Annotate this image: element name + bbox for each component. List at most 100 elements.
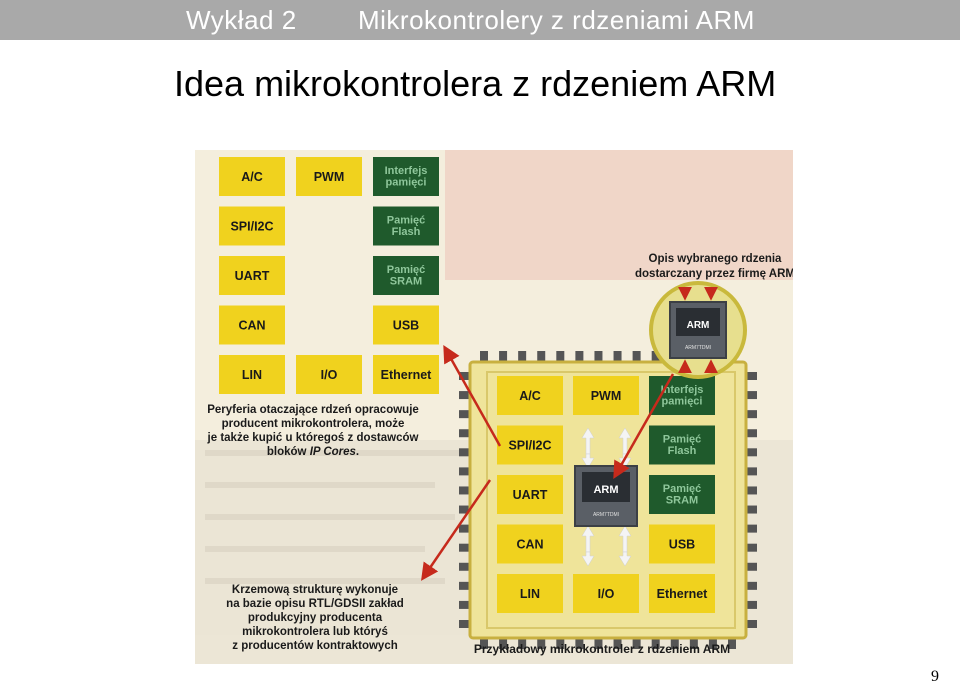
chip-pin	[747, 620, 757, 628]
chip-pin	[747, 391, 757, 400]
arrow-to-silicon-note	[421, 479, 492, 581]
chip-block	[649, 574, 715, 613]
lecture-topic: Mikrokontrolery z rdzeniami ARM	[358, 5, 755, 35]
arm-core-callout: Opis wybranego rdzenia dostarczany przez…	[635, 253, 793, 379]
chip-pin	[459, 524, 469, 533]
chip-block	[497, 376, 563, 415]
chip-pin	[747, 467, 757, 476]
chip-pin	[518, 639, 527, 649]
chip-pin	[747, 372, 757, 380]
svg-text:mikrokontrolera lub któryś: mikrokontrolera lub któryś	[242, 626, 388, 638]
peripherals-annotation: Peryferia otaczające rdzeń opracowuje pr…	[207, 404, 419, 458]
library-block-label: I/O	[321, 368, 338, 382]
chip-pin	[575, 639, 584, 649]
chip-pin	[480, 351, 488, 361]
chip-block	[573, 376, 639, 415]
chip-pin	[459, 448, 469, 457]
bus-arrow	[618, 551, 632, 567]
library-block	[219, 355, 285, 394]
library-block-label: USB	[393, 318, 419, 332]
library-block	[219, 305, 285, 345]
chip-pin	[459, 391, 469, 400]
chip-block	[497, 574, 563, 613]
core-logo: ARM	[593, 484, 618, 496]
chip-block	[497, 524, 563, 564]
chip-pin	[459, 467, 469, 476]
lecture-label: Wykład 2	[186, 5, 297, 35]
chip-block-label: SPI/I2C	[508, 438, 551, 452]
chip-block	[649, 425, 715, 465]
magnified-core-logo: ARM	[687, 320, 710, 331]
slide-title: Idea mikrokontrolera z rdzeniem ARM	[174, 63, 777, 104]
library-block-label: SPI/I2C	[230, 219, 273, 233]
chip-pin	[747, 505, 757, 514]
chip-pin	[459, 372, 469, 380]
bus-arrow	[581, 453, 595, 469]
chip-pin	[613, 351, 622, 361]
library-block-label: LIN	[242, 368, 262, 382]
chip-pin	[459, 543, 469, 552]
chip-pin	[632, 639, 641, 649]
core-ip-title-line2: dostarczany przez firmę ARM	[635, 268, 793, 280]
chip-pin	[594, 639, 603, 649]
chip-pin	[747, 448, 757, 457]
chip-pin	[459, 486, 469, 495]
library-block-label: CAN	[238, 318, 265, 332]
svg-text:na bazie opisu RTL/GDSII zakła: na bazie opisu RTL/GDSII zakład	[226, 598, 404, 610]
chip-pin	[747, 524, 757, 533]
page-number: 9	[931, 668, 939, 685]
magnified-core-model: ARM7TDMI	[685, 345, 711, 351]
chip-block-label: A/C	[519, 389, 541, 403]
chip-block-label: PWM	[591, 389, 622, 403]
bus-arrow	[581, 551, 595, 567]
core-ip-title-line1: Opis wybranego rdzenia	[649, 253, 783, 265]
arm-core-chip: ARM ARM7TDMI	[574, 465, 638, 527]
chip-pin	[689, 639, 698, 649]
svg-text:bloków IP Cores.: bloków IP Cores.	[267, 446, 359, 458]
pointer-arrows	[421, 344, 675, 581]
core-io-arrows	[678, 286, 718, 374]
library-block-label: A/C	[241, 170, 263, 184]
library-block	[373, 256, 439, 295]
chip-block-label: Ethernet	[657, 587, 709, 601]
chip-pin	[459, 620, 469, 628]
chip-block	[497, 425, 563, 465]
chip-block-label: UART	[513, 488, 548, 502]
chip-pin	[747, 562, 757, 571]
chip-pin	[556, 351, 565, 361]
chip-pin	[459, 505, 469, 514]
chip-pin	[632, 351, 641, 361]
chip-pin	[747, 581, 757, 590]
core-model: ARM7TDMI	[593, 512, 619, 518]
chip-pin	[459, 429, 469, 438]
chip-pin	[670, 639, 679, 649]
chip-pin	[651, 351, 660, 361]
chip-block	[497, 475, 563, 514]
chip-block	[573, 574, 639, 613]
chip-block-label: LIN	[520, 587, 540, 601]
library-block	[373, 157, 439, 196]
svg-text:produkcyjny producenta: produkcyjny producenta	[248, 612, 383, 624]
chip-pin	[480, 639, 488, 649]
svg-text:z producentów kontraktowych: z producentów kontraktowych	[232, 640, 398, 652]
chip-pin	[459, 562, 469, 571]
library-block	[219, 256, 285, 295]
library-block	[296, 157, 362, 196]
arrow-core-to-chip	[613, 373, 675, 480]
svg-text:je także kupić u któregoś z do: je także kupić u któregoś z dostawców	[207, 432, 419, 444]
library-block	[373, 305, 439, 345]
chip-block	[649, 524, 715, 564]
chip-pin	[556, 639, 565, 649]
bus-arrows	[581, 427, 632, 567]
library-block-label: Ethernet	[381, 368, 433, 382]
chip-pin	[537, 351, 546, 361]
library-block	[373, 206, 439, 246]
arrow-to-library	[443, 344, 502, 447]
